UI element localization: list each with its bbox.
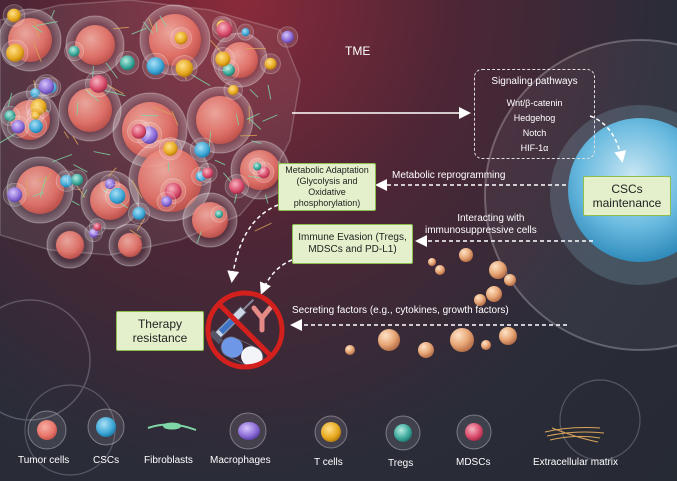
legend-cscs: CSCs	[93, 455, 120, 466]
signaling-title: Signaling pathways	[491, 76, 578, 87]
mdsc-icon	[456, 414, 492, 450]
legend-mdscs: MDSCs	[456, 457, 491, 468]
immunosuppressive-line-1: Interacting with	[457, 213, 525, 224]
legend-tregs: Tregs	[388, 458, 414, 469]
background-ghost-cells	[0, 299, 641, 476]
tme-label: TME	[345, 44, 371, 58]
legend-icons	[27, 408, 605, 451]
metabolic-adaptation-box: Metabolic Adaptation (Glycolysis and Oxi…	[278, 163, 376, 211]
legend-tumor-cells: Tumor cells	[18, 455, 70, 466]
secreting-factors-label: Secreting factors (e.g., cytokines, grow…	[292, 305, 509, 316]
signaling-pathways-box: Signaling pathways Wnt/β-catenin Hedgeho…	[474, 69, 595, 159]
cscs-maintenance-line-2: maintenance	[592, 196, 662, 210]
secreted-factor-beads	[345, 248, 517, 358]
macrophage-icon	[229, 412, 267, 450]
extracellular-matrix-icon	[544, 427, 605, 443]
immunosuppressive-line-2: immunosuppressive cells	[425, 225, 537, 236]
fibroblast-icon	[147, 422, 197, 431]
t-cell-icon	[314, 415, 348, 449]
metabolic-line-1: Metabolic Adaptation	[285, 165, 369, 175]
immune-line-1: Immune Evasion (Tregs,	[298, 232, 407, 243]
legend-extracellular-matrix: Extracellular matrix	[533, 457, 619, 468]
signaling-item-hedgehog: Hedgehog	[513, 113, 556, 123]
syringe-icon	[208, 298, 255, 345]
metabolic-line-3: phosphorylation)	[293, 198, 361, 208]
metabolic-to-resistance-arrow	[227, 204, 279, 283]
immune-to-resistance-arrow	[259, 259, 293, 295]
immune-line-2: MDSCs and PD-L1)	[308, 244, 397, 255]
therapy-resistance-line-2: resistance	[132, 331, 188, 345]
prohibition-icon	[205, 290, 285, 370]
arrows	[227, 107, 627, 331]
tumor-cell-icon	[27, 410, 67, 450]
immunosuppressive-label: Interacting with immunosuppressive cells	[425, 213, 537, 237]
therapy-icon-group	[205, 290, 285, 370]
signaling-to-cscs-arrow	[589, 115, 627, 163]
treg-icon	[385, 415, 421, 451]
immune-evasion-box: Immune Evasion (Tregs, MDSCs and PD-L1)	[292, 224, 413, 264]
antibody-icon	[251, 305, 273, 333]
legend-t-cells: T cells	[314, 457, 343, 468]
signaling-item-hif: HIF-1α	[520, 143, 549, 153]
legend-fibroblasts: Fibroblasts	[144, 455, 193, 466]
metabolic-line-2: (Glycolysis and Oxidative	[296, 176, 358, 197]
signaling-item-notch: Notch	[522, 128, 547, 138]
capsule-icon	[220, 336, 264, 368]
therapy-resistance-box: Therapy resistance	[116, 311, 204, 351]
tme-cluster	[0, 0, 301, 269]
cscs-maintenance-box: CSCs maintenance	[583, 176, 671, 216]
cscs-maintenance-line-1: CSCs	[611, 182, 643, 196]
therapy-resistance-line-1: Therapy	[137, 317, 182, 331]
metabolic-reprogramming-label: Metabolic reprogramming	[392, 170, 506, 181]
csc-icon	[87, 408, 125, 446]
signaling-item-wnt: Wnt/β-catenin	[506, 98, 563, 108]
legend-macrophages: Macrophages	[210, 455, 271, 466]
